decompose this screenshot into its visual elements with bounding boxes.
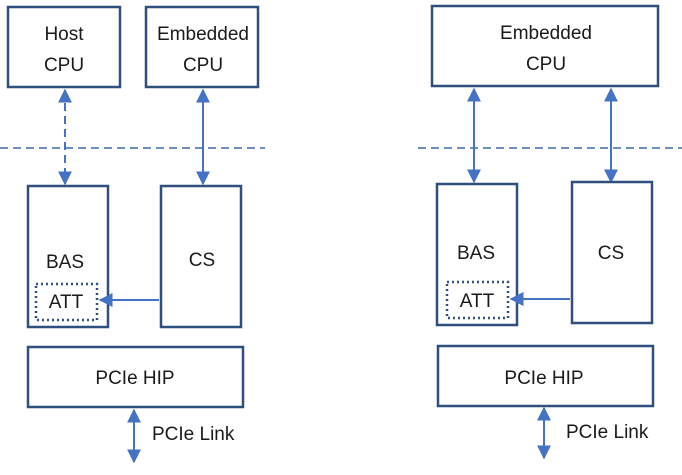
left-att-box: [34, 282, 99, 322]
left-pcie-link-label: PCIe Link: [152, 424, 235, 445]
left-bas-label: BAS: [46, 252, 84, 273]
left-host-cpu-label-line1: Host: [44, 24, 84, 45]
left-cs-box: [159, 184, 243, 329]
right-embedded-cpu-label-line2: CPU: [526, 54, 566, 75]
left-embedded-cpu-label-line1: Embedded: [157, 24, 249, 45]
right-embedded-cpu-box: [430, 4, 660, 88]
right-pcie-hip-label: PCIe HIP: [504, 368, 583, 389]
right-pcie-hip-box: [436, 344, 655, 408]
left-pcie-hip-label: PCIe HIP: [95, 368, 174, 389]
left-cs-label: CS: [189, 250, 215, 271]
left-bas-box: [26, 184, 110, 329]
right-bas-box: [435, 182, 519, 327]
right-att-box: [445, 280, 510, 320]
left-host-cpu-box: [6, 5, 122, 89]
right-bas-label: BAS: [457, 243, 495, 264]
left-embedded-cpu-box: [144, 5, 260, 89]
right-pcie-link-label: PCIe Link: [566, 422, 649, 443]
right-cs-label: CS: [598, 243, 624, 264]
left-pcie-hip-box: [26, 345, 245, 409]
right-cs-box: [570, 180, 654, 325]
right-att-label: ATT: [460, 291, 495, 312]
left-diagram: Host CPU Embedded CPU BAS ATT CS PCIe HI…: [0, 5, 265, 464]
right-embedded-cpu-label-line1: Embedded: [500, 23, 592, 44]
right-diagram: Embedded CPU BAS ATT CS PCIe HIP PCIe Li…: [418, 4, 682, 460]
left-host-cpu-label-line2: CPU: [44, 55, 84, 76]
left-att-label: ATT: [49, 292, 84, 313]
left-embedded-cpu-label-line2: CPU: [183, 55, 223, 76]
